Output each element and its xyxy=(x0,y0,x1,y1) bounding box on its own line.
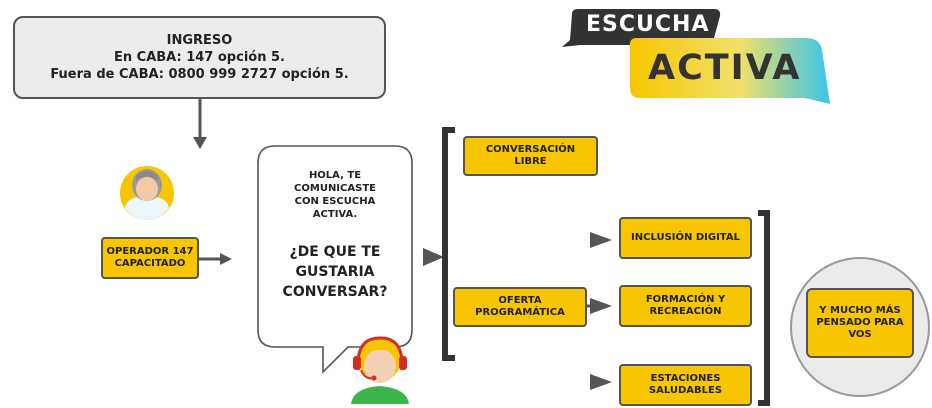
formacion-line1: FORMACIÓN Y xyxy=(645,294,726,305)
escucha-activa-logo xyxy=(562,9,830,104)
option-estaciones-saludables[interactable]: ESTACIONES SALUDABLES xyxy=(619,364,752,406)
oferta-line1: OFERTA xyxy=(498,295,542,306)
question-line1: ¿DE QUE TE xyxy=(289,244,381,260)
arrow-inclusion xyxy=(590,232,612,248)
arrow-right-operador xyxy=(198,253,232,265)
estaciones-line2: SALUDABLES xyxy=(648,385,723,396)
conversacion-line2: LIBRE xyxy=(514,156,547,167)
estaciones-line1: ESTACIONES xyxy=(650,373,721,384)
question-line3: CONVERSAR? xyxy=(282,284,388,300)
ingreso-box: INGRESO En CABA: 147 opción 5. Fuera de … xyxy=(13,16,386,99)
speech-bubble xyxy=(257,145,413,374)
mas-box: Y MUCHO MÁS PENSADO PARA VOS xyxy=(806,288,914,358)
logo-escucha-text: ESCUCHA xyxy=(586,12,710,37)
arrow-formacion xyxy=(590,298,612,314)
oferta-line2: PROGRAMÁTICA xyxy=(475,307,565,318)
arrow-down xyxy=(193,99,207,149)
bubble-question: ¿DE QUE TE GUSTARIA CONVERSAR? xyxy=(262,242,408,302)
ingreso-fuera-caba: Fuera de CABA: 0800 999 2727 opción 5. xyxy=(50,67,349,82)
option-oferta-programatica[interactable]: OFERTA PROGRAMÁTICA xyxy=(453,287,587,327)
ingreso-caba: En CABA: 147 opción 5. xyxy=(114,50,285,65)
option-formacion-recreacion[interactable]: FORMACIÓN Y RECREACIÓN xyxy=(619,285,752,327)
operador-label-line1: OPERADOR 147 xyxy=(106,246,194,257)
arrow-bubble-right xyxy=(423,248,444,266)
conversacion-line1: CONVERSACIÓN xyxy=(485,144,576,155)
bracket-right xyxy=(758,210,770,406)
formacion-line2: RECREACIÓN xyxy=(649,306,722,317)
headset-agent-icon xyxy=(351,336,409,404)
greeting-line1: HOLA, TE xyxy=(308,170,362,181)
inclusion-label: INCLUSIÓN DIGITAL xyxy=(631,232,740,243)
mas-line1: Y MUCHO MÁS xyxy=(819,305,901,316)
option-conversacion-libre[interactable]: CONVERSACIÓN LIBRE xyxy=(463,136,598,176)
operator-avatar-icon xyxy=(120,166,174,220)
mas-line2: PENSADO PARA xyxy=(816,317,904,328)
greeting-line3: CON ESCUCHA xyxy=(294,196,376,207)
logo-activa-text: ACTIVA xyxy=(648,48,802,88)
bracket-main xyxy=(442,127,455,361)
option-inclusion-digital[interactable]: INCLUSIÓN DIGITAL xyxy=(619,217,752,259)
operador-label-line2: CAPACITADO xyxy=(114,258,186,269)
greeting-line2: COMUNICASTE xyxy=(294,183,376,194)
question-line2: GUSTARIA xyxy=(295,264,375,280)
ingreso-title: INGRESO xyxy=(166,33,233,48)
operador-box: OPERADOR 147 CAPACITADO xyxy=(101,237,199,279)
greeting-line4: ACTIVA. xyxy=(312,209,358,220)
bubble-greeting: HOLA, TE COMUNICASTE CON ESCUCHA ACTIVA. xyxy=(262,169,408,221)
arrow-estaciones xyxy=(590,374,612,390)
mas-line3: VOS xyxy=(848,329,872,340)
